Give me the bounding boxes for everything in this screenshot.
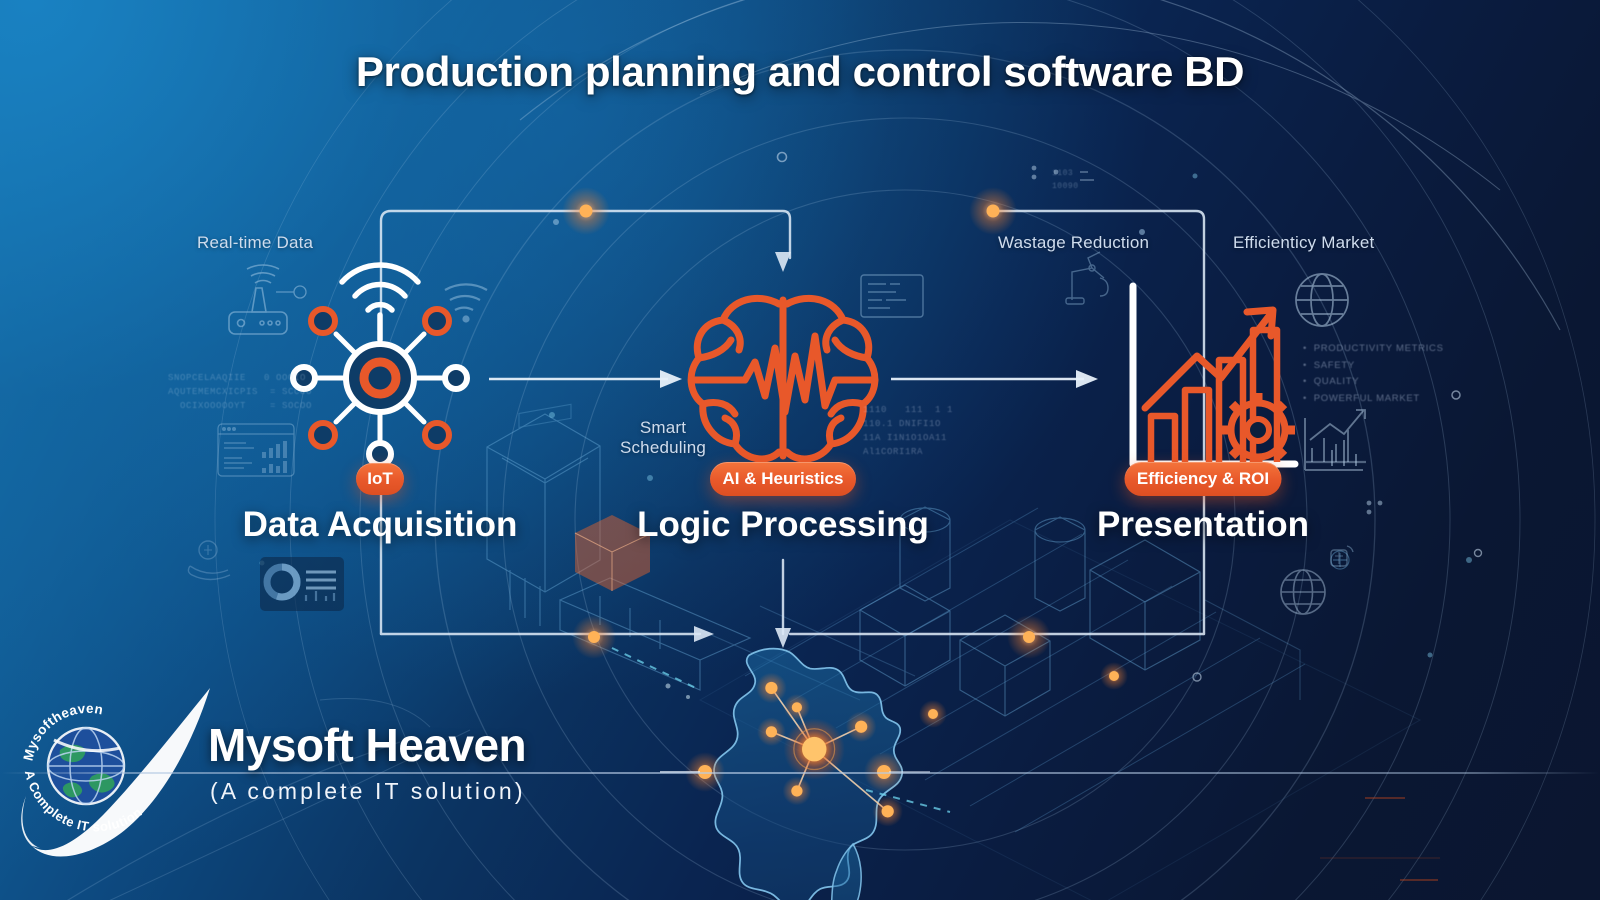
stage-title-data-acquisition: Data Acquisition (242, 505, 518, 544)
decor-code-left: SNOPCELAAQIIE 0 OOOIO AQUTEMEMCXICPIS = … (168, 373, 313, 411)
iot-hub-icon (290, 262, 470, 468)
page-title: Production planning and control software… (355, 48, 1245, 95)
brain-pulse-icon (687, 294, 879, 463)
annot-smart-scheduling: Smart Scheduling (613, 418, 713, 459)
stage-title-logic-processing: Logic Processing (637, 505, 929, 544)
donut-widget-icon (260, 557, 344, 611)
robot-arm-icon (1065, 251, 1109, 305)
badge-iot[interactable]: IoT (356, 463, 404, 495)
wifi-signal-icon (444, 283, 488, 323)
stage-title-presentation: Presentation (1097, 505, 1309, 544)
annot-wastage-reduction: Wastage Reduction (998, 233, 1150, 252)
router-device-icon (228, 264, 307, 335)
sparkline-icon (1331, 440, 1357, 466)
growth-chart-gear-icon (1129, 282, 1299, 468)
bangladesh-map (713, 647, 904, 900)
savings-hand-icon (187, 540, 231, 581)
brand-divider (0, 772, 1600, 774)
dashboard-wireframe-icon (217, 423, 295, 477)
decor-tiny-right: 1103 10090 (1052, 169, 1079, 191)
annot-smart-scheduling-l2: Scheduling (619, 438, 707, 458)
badge-ai-heuristics[interactable]: AI & Heuristics (710, 462, 856, 496)
annot-real-time-data: Real-time Data (197, 233, 314, 252)
code-frame-icon (860, 274, 924, 318)
brand-name: Mysoft Heaven (208, 719, 527, 771)
badge-efficiency-roi[interactable]: Efficiency & ROI (1124, 462, 1282, 496)
decor-metrics-list: • PRODUCTIVITY METRICS • SAFETY • QUALIT… (1303, 343, 1444, 404)
exchange-icon (1330, 545, 1354, 567)
globe-icon-bottom (1280, 569, 1326, 615)
annot-efficienticy-market: Efficienticy Market (1233, 233, 1375, 252)
brand-tagline: (A complete IT solution) (210, 778, 526, 804)
annot-smart-scheduling-l1: Smart (639, 418, 687, 437)
decor-code-center: 1110 111 1 1 110.1 DNIFI1O 11A I1N1O1OA1… (863, 405, 954, 457)
globe-icon-top (1295, 273, 1349, 327)
mini-growth-chart-icon (1304, 409, 1366, 471)
